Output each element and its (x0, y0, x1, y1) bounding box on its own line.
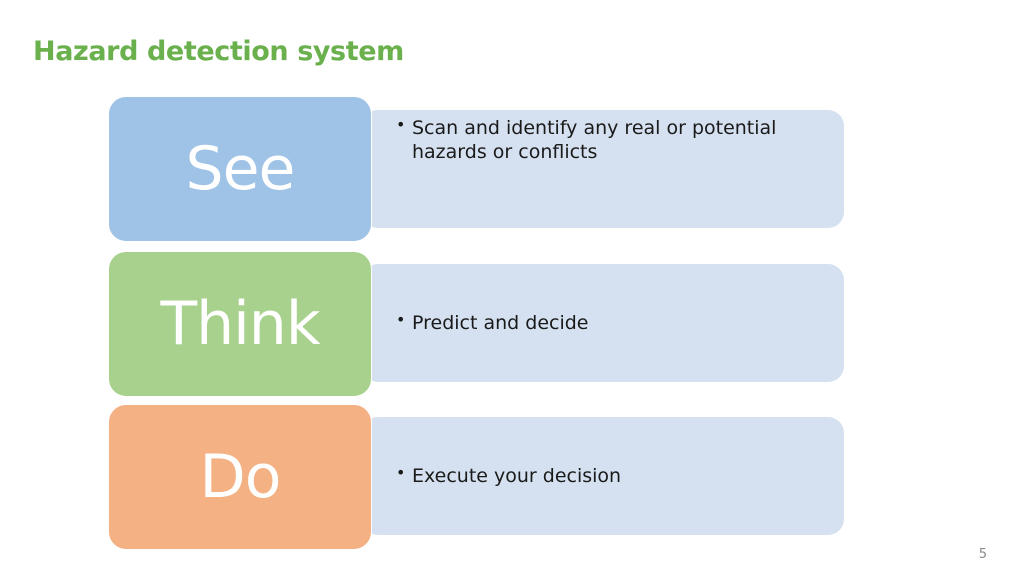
step-see-label: See (108, 96, 372, 242)
step-see-detail: Scan and identify any real or potential … (362, 110, 844, 228)
step-do-label: Do (108, 404, 372, 550)
page-number: 5 (978, 547, 987, 562)
step-see-bullet: Scan and identify any real or potential … (396, 113, 824, 164)
step-do-detail: Execute your decision (362, 417, 844, 535)
step-think-label: Think (108, 251, 372, 397)
step-think-detail: Predict and decide (362, 264, 844, 382)
step-do-bullet: Execute your decision (396, 461, 621, 488)
slide-title: Hazard detection system (33, 36, 404, 67)
step-think-bullet: Predict and decide (396, 308, 589, 335)
